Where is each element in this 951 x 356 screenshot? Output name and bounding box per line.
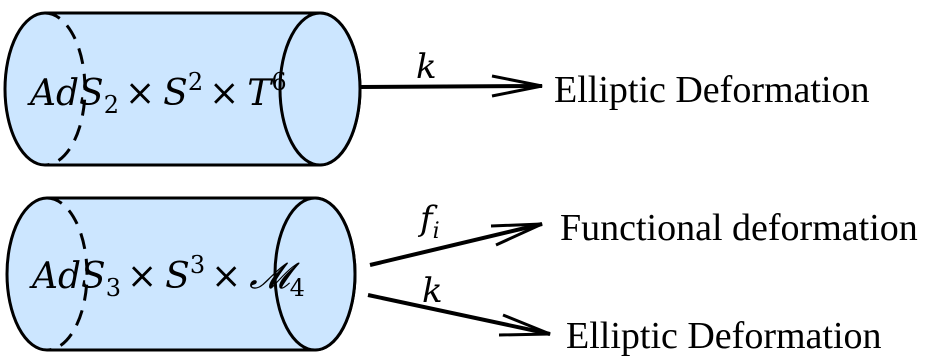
top-cylinder (3, 11, 362, 167)
bottom-arrow-elliptic (367, 293, 551, 336)
top-space-label: AdS2×S2×T6 (27, 68, 287, 119)
bottom-cylinder-right-end (273, 196, 357, 352)
bottom-arrow-elliptic-head (498, 313, 551, 337)
bottom-arrow-functional (369, 222, 543, 267)
bottom-cylinder (5, 196, 357, 352)
top-cylinder-hidden-edge (44, 11, 87, 167)
top-target-label: Elliptic Deformation (554, 69, 870, 111)
bottom-space-label: AdS3×S3×𝓜4 (29, 251, 305, 302)
bottom-cylinder-hidden-edge (46, 196, 89, 352)
top-arrow-label: k (416, 47, 437, 87)
top-cylinder-right-end (278, 11, 362, 167)
bottom-target-functional-label: Functional deformation (560, 207, 918, 249)
bottom-arrow-functional-head (490, 222, 543, 247)
bottom-arrow-elliptic-label: k (422, 271, 443, 311)
top-arrow-head (491, 74, 543, 98)
bottom-target-elliptic-label: Elliptic Deformation (566, 315, 882, 356)
top-arrow (359, 84, 543, 89)
bottom-arrow-functional-label: fi (417, 199, 440, 244)
